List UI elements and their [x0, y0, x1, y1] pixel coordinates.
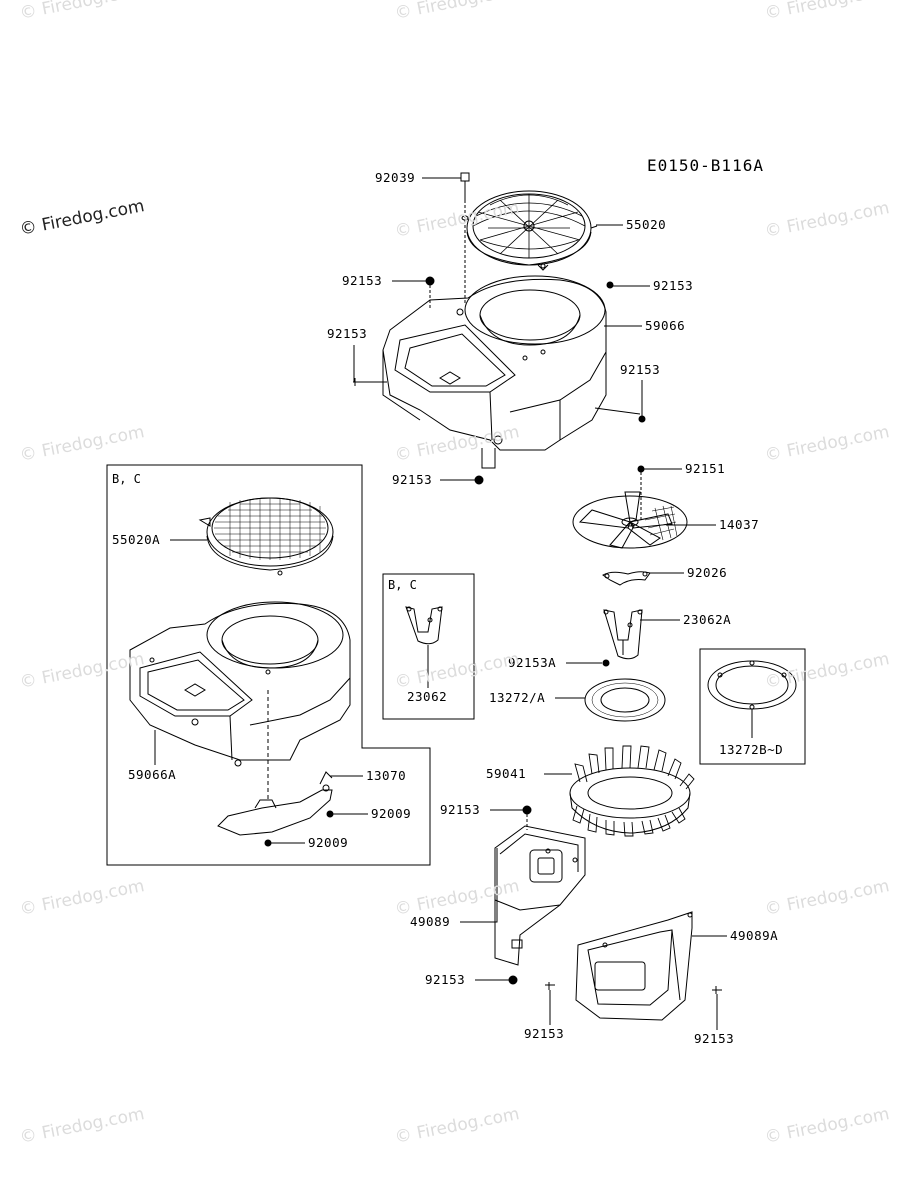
part-label: 92153 [342, 273, 383, 288]
leader-lines [154, 177, 727, 1030]
gasket-13272B-D [707, 660, 797, 738]
part-label: 55020 [626, 217, 667, 232]
washer-92026 [602, 571, 651, 586]
part-label: 92153 [653, 278, 694, 293]
bracket-23062 [405, 606, 443, 688]
part-label: 59066A [128, 767, 177, 782]
part-label: 55020A [112, 532, 161, 547]
part-label: 23062A [683, 612, 732, 627]
guard-13070 [217, 771, 333, 836]
part-label: 92153 [327, 326, 368, 341]
part-label: 92153 [425, 972, 466, 987]
gasket-13272A [584, 678, 666, 722]
part-label: 92009 [371, 806, 412, 821]
part-label: 13272B~D [719, 742, 784, 757]
part-label: 92153 [524, 1026, 565, 1041]
variant-box-outline [106, 464, 431, 866]
shroud-59066 [382, 275, 607, 451]
part-label: 92039 [375, 170, 416, 185]
part-label: 13070 [366, 768, 407, 783]
part-label: 92153 [392, 472, 433, 487]
part-label: 92153 [620, 362, 661, 377]
screen-55020A [198, 497, 334, 576]
part-label: 92153 [440, 802, 481, 817]
part-label: 49089 [410, 914, 451, 929]
part-label: 49089A [730, 928, 779, 943]
shroud-59066A [129, 601, 351, 767]
rotating-screen-55020 [466, 190, 598, 271]
flywheel-fan-59041 [569, 745, 695, 837]
part-label: 59066 [645, 318, 686, 333]
part-label: 59041 [486, 766, 527, 781]
diagram-code: E0150-B116A [647, 156, 764, 175]
part-label: 92153A [508, 655, 557, 670]
cover-49089A [575, 911, 693, 1021]
variant-label-small: B, C [388, 578, 417, 592]
bracket-23062A [603, 609, 643, 660]
part-label: 92026 [687, 565, 728, 580]
part-label: 23062 [407, 689, 448, 704]
part-label: 92153 [694, 1031, 735, 1046]
variant-label-main: B, C [112, 472, 141, 486]
part-label: 92009 [308, 835, 349, 850]
gasket-box-outline [699, 648, 806, 765]
cover-49089 [494, 825, 586, 966]
part-label: 92151 [685, 461, 726, 476]
cooling-fan-14037 [572, 491, 688, 549]
variant-small-box-outline [382, 573, 475, 720]
part-label: 13272/A [489, 690, 546, 705]
part-label: 14037 [719, 517, 760, 532]
